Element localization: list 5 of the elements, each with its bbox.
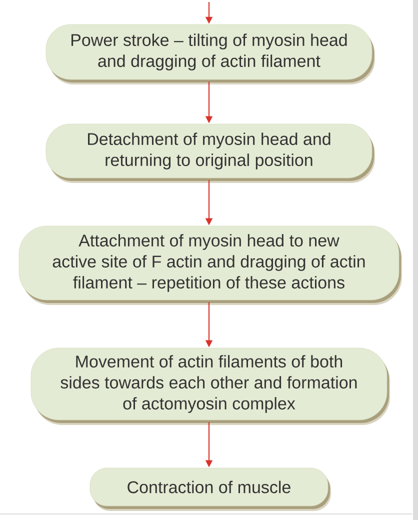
process-box: Movement of actin filaments of both sides towards each other and formation of actomyosin complex	[30, 348, 390, 425]
process-box: Detachment of myosin head and returning to original position	[46, 124, 375, 183]
process-box: Contraction of muscle	[90, 468, 331, 511]
process-box: Attachment of myosin head to new active site of F actin and dragging of actin filament – repetition of these actions	[18, 226, 402, 305]
process-box: Power stroke – tilting of myosin head and dragging of actin filament	[46, 24, 375, 84]
